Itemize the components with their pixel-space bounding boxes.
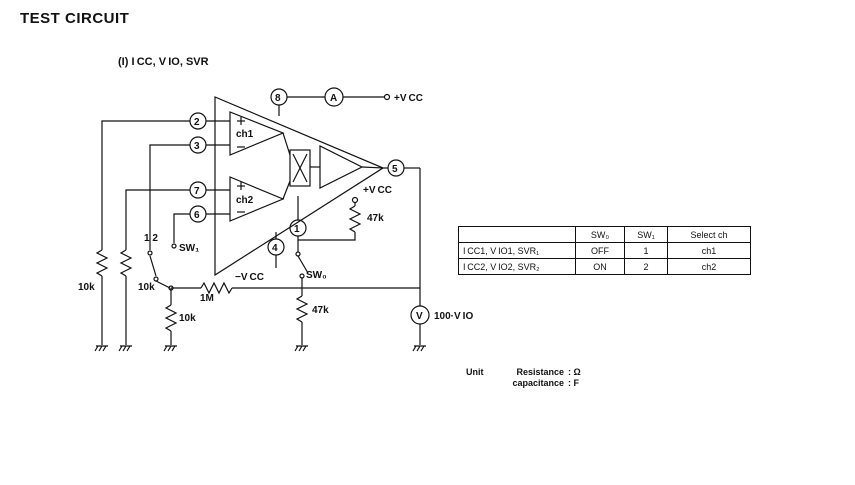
capacitance-value: : F: [568, 378, 579, 388]
voltmeter-reading-label: 100·V IO: [434, 311, 473, 322]
resistor-47k-top: [348, 205, 362, 233]
ch1-amp: [229, 111, 285, 156]
voltmeter-label: V: [416, 311, 423, 322]
resistor-left-1: [95, 249, 109, 277]
resistor-1m: [200, 281, 233, 295]
ground-symbols: [94, 345, 426, 352]
switch-sw0: [297, 255, 309, 274]
switch-positions-label: 1 2: [144, 233, 158, 244]
pin-4-label: 4: [272, 243, 278, 254]
table-cell: I CC2, V IO2, SVR₂: [458, 258, 576, 275]
section-title: (I) I CC, V IO, SVR: [118, 56, 209, 68]
r-series-label: 1M: [200, 293, 214, 304]
table-header-cell: SW₁: [624, 226, 668, 243]
ch2-label: ch2: [236, 195, 254, 206]
table-header-row: SW₀ SW₁ Select ch: [458, 226, 751, 243]
table-row: I CC1, V IO1, SVR₁ OFF 1 ch1: [458, 242, 751, 259]
vcc-top-label: +V CC: [394, 93, 423, 104]
unit-label: Unit: [466, 367, 484, 377]
table-cell: ch2: [667, 258, 751, 275]
page-title: TEST CIRCUIT: [20, 10, 130, 27]
unit-legend: Unit Resistance : Ω capacitance : F: [466, 367, 581, 389]
switch-sw1: [149, 255, 157, 277]
r-feedback-label: 47k: [367, 213, 384, 224]
table-header-cell: SW₀: [575, 226, 625, 243]
table-cell: 1: [624, 242, 668, 259]
table-cell: ch1: [667, 242, 751, 259]
pin-3-label: 3: [194, 141, 200, 152]
pin-7-label: 7: [194, 186, 200, 197]
table-row: I CC2, V IO2, SVR₂ ON 2 ch2: [458, 258, 751, 275]
resistor-ground: [164, 304, 178, 332]
output-amp: [319, 145, 364, 189]
resistor-left-2: [119, 249, 133, 277]
pin-2-label: 2: [194, 117, 200, 128]
selection-table: SW₀ SW₁ Select ch I CC1, V IO1, SVR₁ OFF…: [458, 226, 751, 275]
r-ground-label: 10k: [179, 313, 196, 324]
capacitance-key: capacitance: [512, 378, 564, 388]
table-header-cell: Select ch: [667, 226, 751, 243]
ammeter-label: A: [330, 93, 337, 104]
pin-8-label: 8: [275, 93, 281, 104]
ch1-label: ch1: [236, 129, 254, 140]
table-header-cell: [458, 226, 576, 243]
ic-body: [214, 96, 385, 277]
table-cell: OFF: [575, 242, 625, 259]
selector-block: [289, 149, 311, 187]
resistance-key: Resistance: [516, 367, 564, 377]
r-out-label: 47k: [312, 305, 329, 316]
vcc-mid-label: +V CC: [363, 185, 392, 196]
sw0-label: SW₀: [306, 270, 327, 281]
r-left2-label: 10k: [138, 282, 155, 293]
pin-6-label: 6: [194, 210, 200, 221]
sw1-label: SW₁: [179, 243, 199, 254]
resistor-47k-bottom: [295, 295, 309, 323]
r-left1-label: 10k: [78, 282, 95, 293]
ch2-amp: [229, 176, 285, 222]
pin-1-label: 1: [294, 224, 300, 235]
vcc-neg-label: −V CC: [235, 272, 264, 283]
pin-5-label: 5: [392, 164, 398, 175]
table-cell: I CC1, V IO1, SVR₁: [458, 242, 576, 259]
resistance-value: : Ω: [568, 367, 581, 377]
table-cell: 2: [624, 258, 668, 275]
table-cell: ON: [575, 258, 625, 275]
